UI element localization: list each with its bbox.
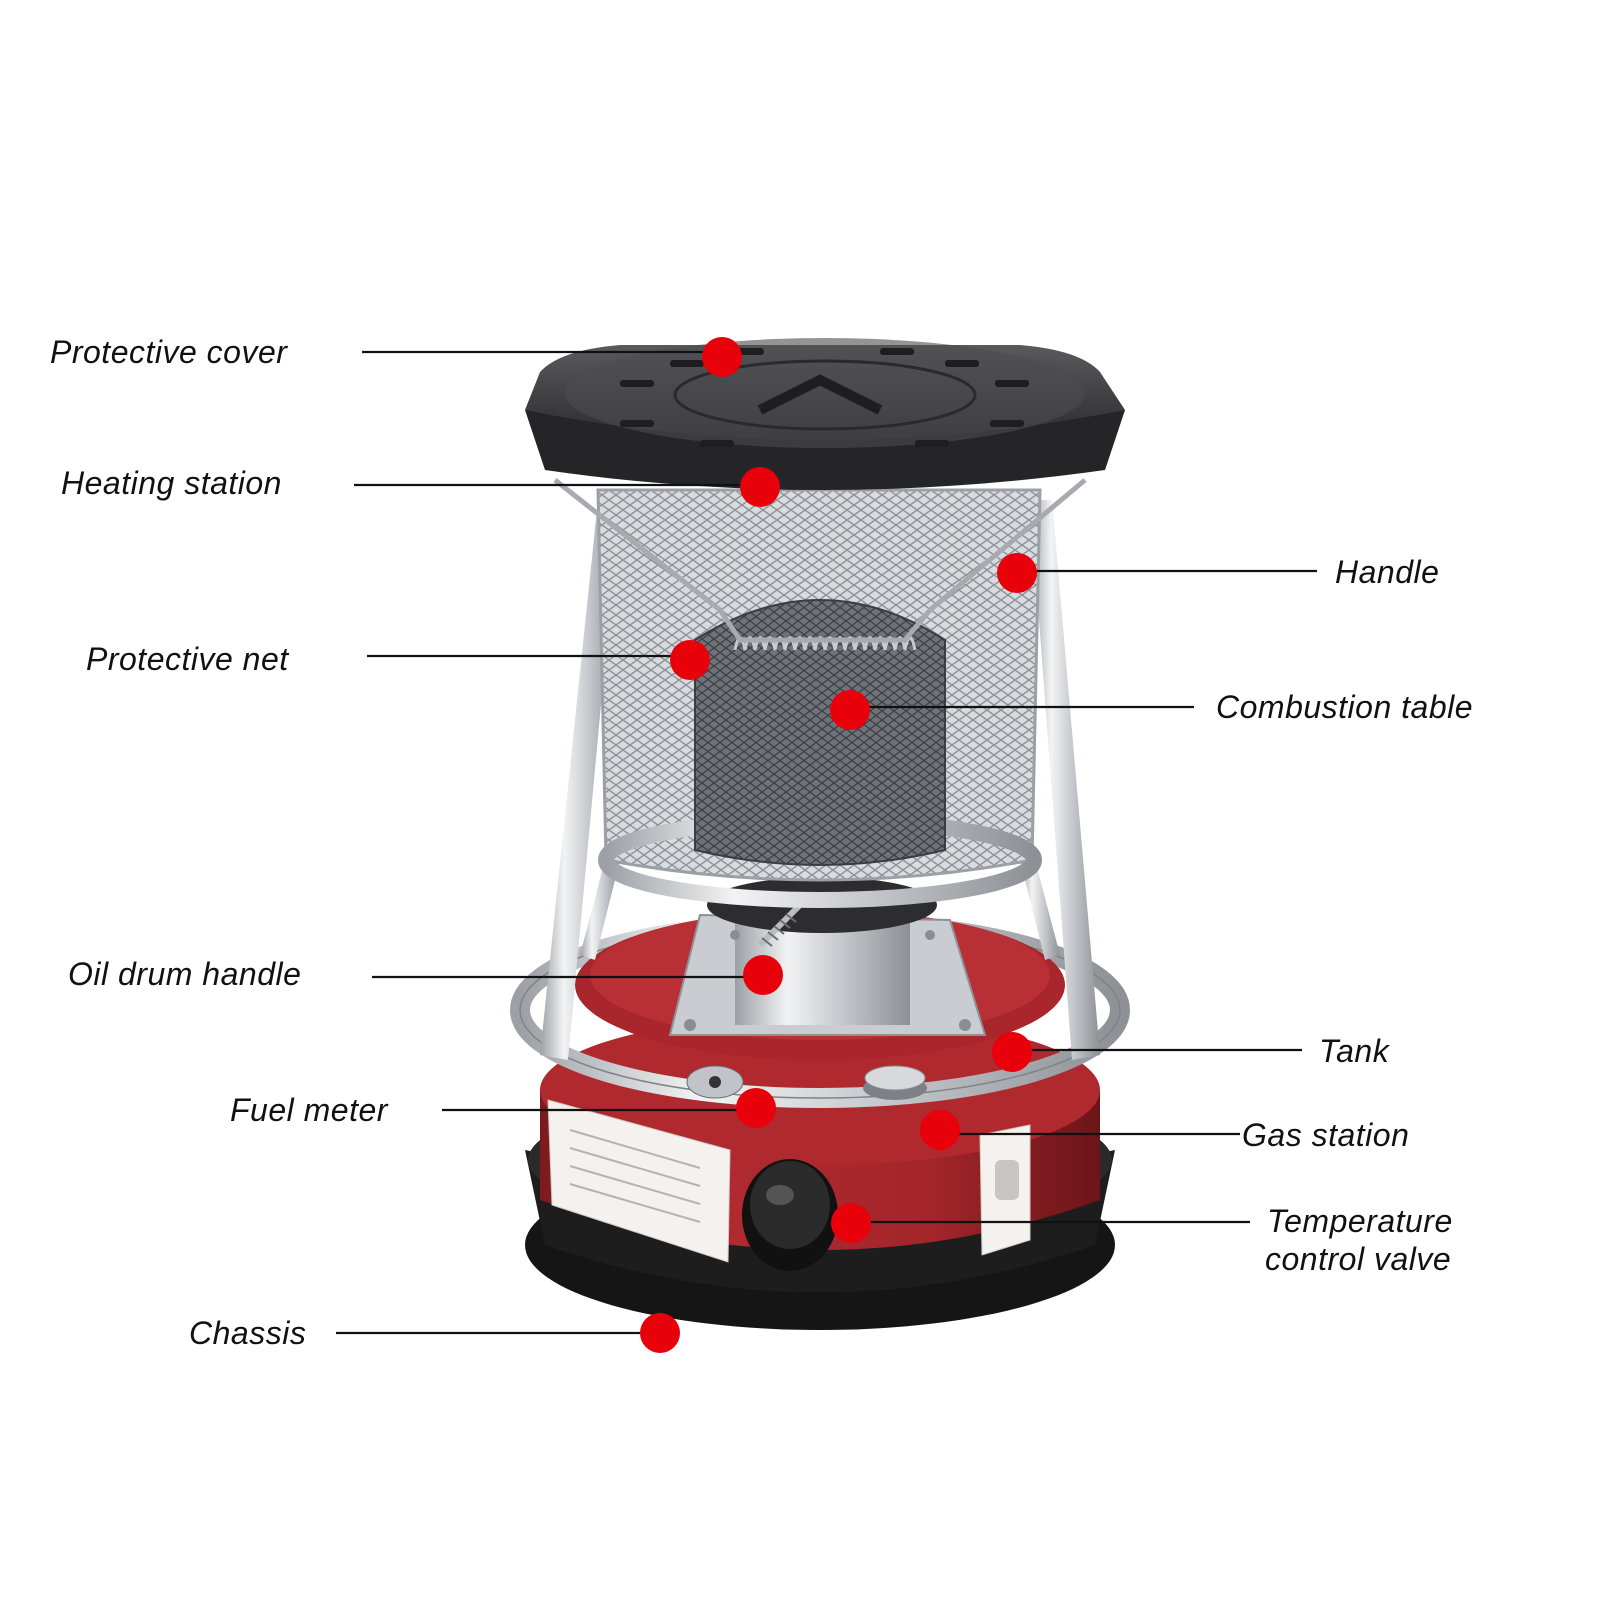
label-handle: Handle <box>1335 554 1440 590</box>
marker-protective-net <box>670 640 710 680</box>
marker-gas-station <box>920 1110 960 1150</box>
label-oil-drum-handle: Oil drum handle <box>68 956 302 992</box>
label-protective-cover: Protective cover <box>50 334 288 370</box>
marker-handle <box>997 553 1037 593</box>
marker-heating-station <box>740 467 780 507</box>
temperature-knob <box>742 1159 838 1271</box>
label-tank: Tank <box>1319 1033 1390 1069</box>
protective-cover <box>525 338 1125 490</box>
label-combustion-table: Combustion table <box>1216 689 1474 725</box>
label-chassis: Chassis <box>189 1315 307 1351</box>
filler-cap <box>863 1065 927 1100</box>
marker-protective-cover <box>702 337 742 377</box>
combustion-chamber <box>694 599 946 866</box>
marker-temperature-control-valve <box>831 1203 871 1243</box>
marker-combustion-table <box>830 690 870 730</box>
fuel-gauge <box>686 1065 744 1099</box>
marker-fuel-meter <box>736 1088 776 1128</box>
label-gas-station: Gas station <box>1242 1117 1410 1153</box>
carry-handle <box>553 478 1087 643</box>
label-heating-station: Heating station <box>61 465 282 501</box>
label-temperature-control-valve-line1: Temperature <box>1267 1203 1453 1239</box>
label-protective-net: Protective net <box>86 641 289 677</box>
callout-markers <box>640 337 1037 1353</box>
marker-chassis <box>640 1313 680 1353</box>
marker-oil-drum-handle <box>743 955 783 995</box>
label-temperature-control-valve: Temperature control valve <box>1265 1202 1453 1278</box>
marker-tank <box>992 1032 1032 1072</box>
leader-lines <box>336 350 1317 1335</box>
label-fuel-meter: Fuel meter <box>230 1092 388 1128</box>
label-temperature-control-valve-line2: control valve <box>1265 1241 1452 1277</box>
